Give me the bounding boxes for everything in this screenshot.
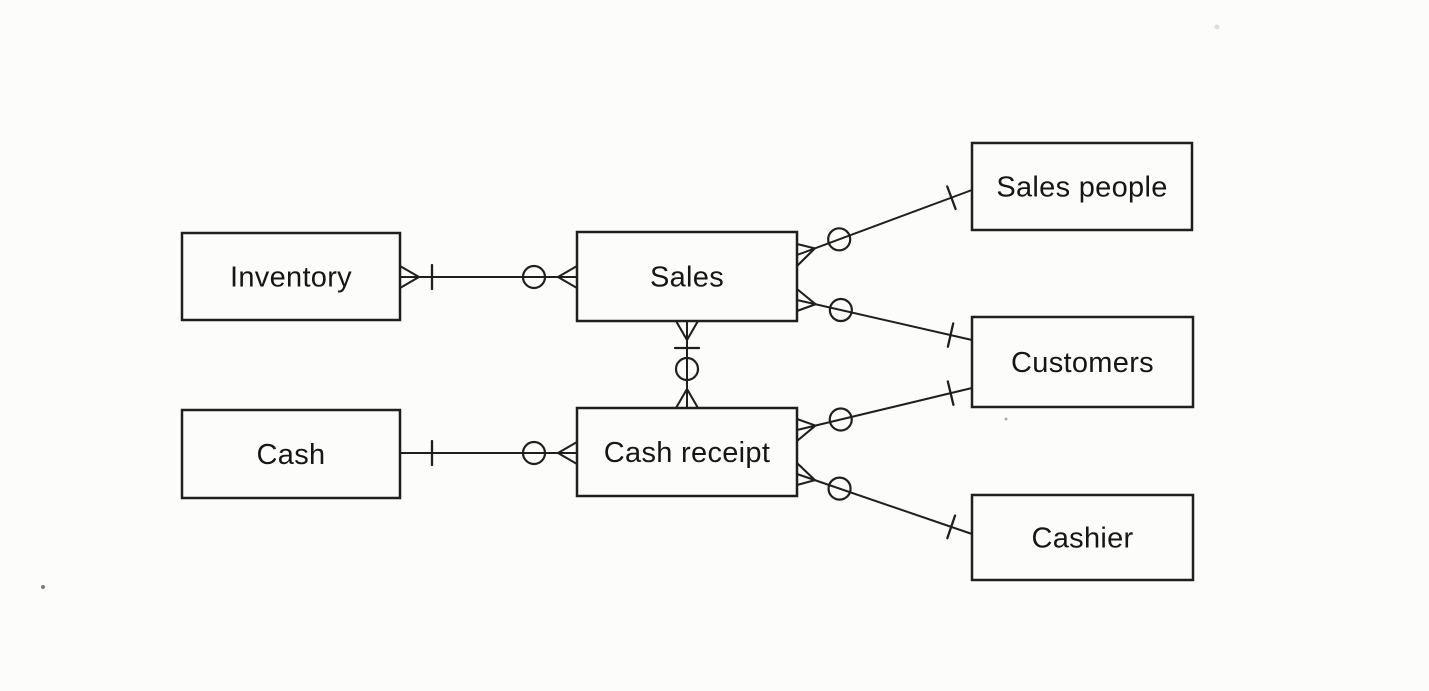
circle-symbol	[828, 407, 853, 432]
circle-symbol	[521, 264, 547, 290]
circle-symbol	[674, 356, 700, 382]
entity-cashier: Cashier	[970, 493, 1195, 582]
relationship-inventory-sales	[398, 263, 579, 291]
bar-symbol	[946, 185, 957, 211]
entity-box	[180, 408, 402, 500]
entity-box	[575, 406, 799, 498]
bar-symbol	[946, 514, 957, 540]
scan-speck	[1004, 417, 1008, 421]
relationship-sales-sales_people	[795, 185, 973, 268]
entity-label: Cash receipt	[604, 437, 770, 469]
relationship-cash_receipt-customers	[795, 380, 973, 443]
crows-foot-symbol	[795, 242, 816, 268]
entity-cash: Cash	[180, 408, 402, 500]
entity-customers: Customers	[970, 315, 1195, 409]
relationship-line	[796, 189, 973, 256]
entity-inventory: Inventory	[180, 231, 402, 322]
circle-symbol	[828, 297, 853, 323]
crows-foot-symbol	[556, 440, 579, 466]
circle-symbol	[827, 476, 852, 501]
relationship-line	[796, 299, 973, 341]
entity-box	[575, 230, 799, 323]
circle-symbol	[827, 227, 852, 252]
entity-label: Sales people	[996, 172, 1167, 204]
relationship-sales-customers	[795, 287, 973, 348]
crows-foot-symbol	[795, 287, 817, 313]
relationship-layer	[398, 185, 973, 540]
circle-symbol	[521, 440, 547, 466]
bar-symbol	[946, 322, 955, 348]
entity-box	[970, 141, 1194, 232]
scan-specks	[41, 24, 1220, 589]
entity-box	[970, 493, 1195, 582]
relationship-cash_receipt-cashier	[795, 461, 973, 540]
entity-label: Customers	[1011, 347, 1154, 379]
crows-foot-symbol	[674, 387, 700, 410]
entity-sales_people: Sales people	[970, 141, 1194, 232]
entity-label: Inventory	[230, 262, 352, 294]
entity-sales: Sales	[575, 230, 799, 323]
relationship-line	[796, 473, 973, 535]
entity-label: Cashier	[1031, 523, 1133, 555]
scan-speck	[41, 585, 45, 589]
crows-foot-symbol	[795, 417, 817, 443]
entity-box	[180, 231, 402, 322]
relationship-cash-cash_receipt	[400, 439, 579, 467]
entity-label: Sales	[650, 262, 724, 294]
entity-box	[970, 315, 1195, 409]
entity-cash_receipt: Cash receipt	[575, 406, 799, 498]
crows-foot-symbol	[674, 319, 700, 342]
crows-foot-symbol	[398, 264, 421, 290]
relationship-sales-cash_receipt	[673, 319, 701, 410]
relationship-line	[796, 387, 973, 431]
scan-speck	[1214, 24, 1220, 30]
crows-foot-symbol	[795, 461, 817, 487]
bar-symbol	[946, 380, 955, 406]
entity-label: Cash	[257, 439, 326, 471]
crows-foot-symbol	[556, 264, 579, 290]
